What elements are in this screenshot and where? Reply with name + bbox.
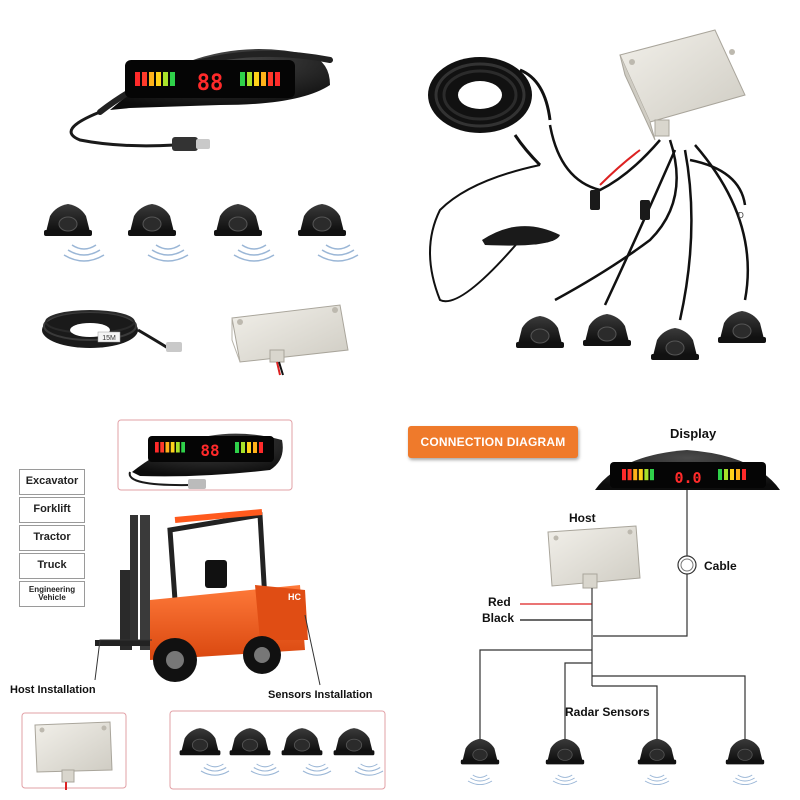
host-install-frame [21,712,127,790]
connection-diagram-badge: CONNECTION DIAGRAM [408,426,578,458]
display-unit-q1: 88 [69,49,333,151]
connector-tag: D [738,211,744,220]
host-box-q2 [619,29,746,141]
vehicle-tractor: Tractor [19,525,85,551]
host-box-q1 [231,304,349,376]
svg-text:HC: HC [288,592,301,602]
display-readout-install: 88 [200,441,219,460]
diagram-red-label: Red [488,595,511,609]
cable-coil-q1: 15M [42,310,182,352]
vehicle-engineering: Engineering Vehicle [19,581,85,607]
install-callout-lines [94,614,321,686]
vehicle-forklift: Forklift [19,497,85,523]
display-readout-q1: 88 [197,71,224,96]
forklift: HC [95,509,308,682]
display-readout-diagram: 0.0 [674,469,701,487]
cable-length-tag: 15M [102,335,116,342]
install-display-frame: 88 [117,419,293,491]
vehicle-truck: Truck [19,553,85,579]
diagram-host-box [547,525,641,589]
diagram-display: 0.0 [595,450,780,490]
wiring-q2: D [429,124,750,321]
diagram-black-label: Black [482,611,515,625]
diagram-radar-sensors-label: Radar Sensors [565,705,650,719]
display-unit-q2 [482,226,560,246]
sensors-install-frame [169,710,386,790]
vehicle-excavator: Excavator [19,469,85,495]
sensors-installation-label: Sensors Installation [268,689,373,701]
sensor-row-q1 [43,203,359,262]
sensor-row-q2 [515,310,767,361]
diagram-sensors [460,738,765,786]
diagram-cable-label: Cable [704,559,737,573]
diagram-host-label: Host [569,511,596,525]
diagram-wires [479,490,746,740]
cable-coil-q2 [428,57,552,167]
diagram-display-label: Display [670,426,717,441]
host-installation-label: Host Installation [10,684,96,696]
